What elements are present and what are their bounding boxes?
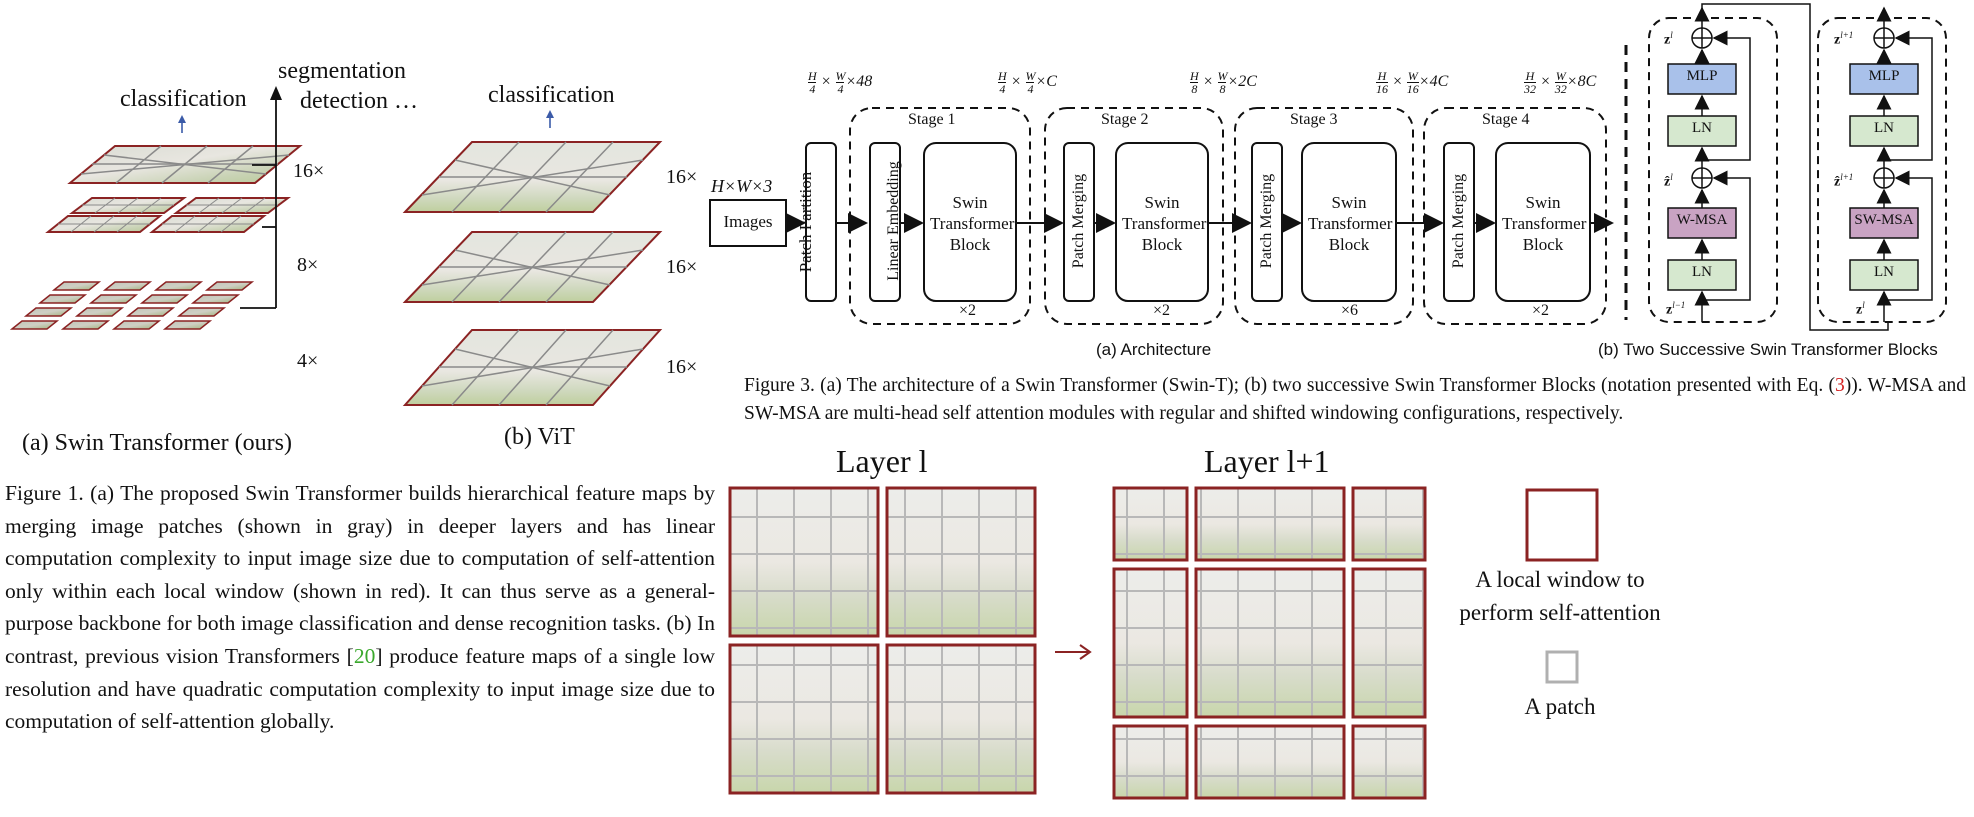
stage3-swin-block-label: Swin Transformer Block: [1308, 193, 1393, 254]
z-hat-l-plus-1-label: ẑl+1: [1834, 172, 1854, 190]
z-l-label: zl: [1664, 30, 1673, 48]
stage4-swin-block-label: Swin Transformer Block: [1502, 193, 1587, 254]
stage2-dashed-box: [1044, 107, 1224, 325]
stage1-dashed-box: [849, 107, 1031, 325]
ln-label-2: LN: [1692, 120, 1712, 136]
z-l-plus-1-label: zl+1: [1834, 30, 1854, 48]
images-label: Images: [723, 212, 773, 231]
shift-arrow-icon: [1055, 644, 1092, 660]
stage2-repeat: ×2: [1153, 302, 1171, 319]
layer-l1-windows: [1112, 486, 1427, 800]
z-hat-l-label: ẑl: [1664, 172, 1673, 190]
vit-scale-middle: 16×: [666, 256, 698, 278]
mlp-label-2: MLP: [1868, 68, 1900, 84]
swin-side-label-segmentation: segmentation: [278, 58, 406, 84]
legend-window-text: A local window to perform self-attention: [1459, 567, 1661, 625]
swin-block-pair-left: [1648, 3, 1889, 331]
swin-scale-16x: 16×: [293, 160, 325, 182]
ln-box-2: [1667, 115, 1737, 147]
ln-label-1: LN: [1692, 264, 1712, 280]
swin-side-label-detection: detection …: [300, 88, 418, 114]
blue-up-arrow-icon: [178, 115, 186, 133]
legend-window-swatch: [1525, 488, 1599, 562]
swin-upward-arrowhead: [270, 86, 282, 100]
vit-scale-bottom: 16×: [666, 356, 698, 378]
stage4-patch-merging-label: Patch Merging: [1450, 173, 1467, 269]
layer-l-windows: [728, 486, 1037, 795]
stage3-patch-merging-label: Patch Merging: [1258, 173, 1275, 269]
z-l-label-2: zl: [1856, 300, 1865, 318]
stage1-swin-block-label: Swin Transformer Block: [930, 193, 1015, 254]
vit-layer-bottom: [402, 329, 663, 406]
vit-top-label: classification: [488, 82, 615, 108]
figure1-caption: Figure 1. (a) The proposed Swin Transfor…: [5, 481, 715, 734]
fig3-subcaption-b: (b) Two Successive Swin Transformer Bloc…: [1598, 340, 1938, 359]
stage4-title: Stage 4: [1482, 111, 1530, 128]
wmsa-label: W-MSA: [1676, 212, 1728, 228]
citation-link[interactable]: 20: [353, 643, 376, 668]
swin-layer-8x: [45, 197, 291, 233]
stage3-title: Stage 3: [1290, 111, 1338, 128]
input-dims: H×W×3: [711, 176, 773, 196]
stage3-dashed-box: [1234, 107, 1414, 325]
legend-patch-swatch: [1545, 650, 1579, 684]
figure3-caption: Figure 3. (a) The architecture of a Swin…: [744, 375, 1966, 424]
stage2-title: Stage 2: [1101, 111, 1149, 128]
legend-patch-text: A patch: [1524, 694, 1596, 719]
swin-scale-4x: 4×: [297, 350, 319, 372]
ln-label-4: LN: [1874, 120, 1894, 136]
stage1-title: Stage 1: [908, 111, 956, 128]
stage2-patch-merging-label: Patch Merging: [1070, 173, 1087, 269]
stage2-swin-block-label: Swin Transformer Block: [1122, 193, 1207, 254]
linear-embedding-label: Linear Embedding: [885, 161, 902, 281]
swin-top-label: classification: [120, 86, 247, 112]
stage1-repeat: ×2: [959, 302, 977, 319]
equation-link[interactable]: 3: [1834, 375, 1845, 396]
vit-scale-top: 16×: [666, 166, 698, 188]
stage3-repeat: ×6: [1341, 302, 1359, 319]
wmsa-box: [1667, 207, 1737, 239]
swin-block-pair-right: [1817, 6, 1947, 323]
vit-layer-middle: [402, 231, 663, 303]
patch-partition-label: Patch Partition: [796, 171, 815, 273]
stage4-repeat: ×2: [1532, 302, 1550, 319]
figure3-diagram: [709, 3, 1947, 331]
vit-layer-top: [402, 141, 663, 213]
fig3-subcaption-a: (a) Architecture: [1096, 340, 1212, 359]
z-l-minus-1-label: zl−1: [1666, 300, 1686, 318]
vit-subcaption: (b) ViT: [504, 424, 575, 450]
figure1-illustration: [9, 86, 663, 406]
swin-connectors: [240, 98, 277, 309]
swmsa-label: SW-MSA: [1854, 212, 1914, 228]
layer-l-title: Layer l: [836, 443, 928, 479]
swin-hierarchy-diagram: [9, 86, 303, 330]
vit-diagram: [402, 110, 663, 406]
swin-scale-8x: 8×: [297, 254, 319, 276]
vit-blue-up-arrow-icon: [546, 110, 554, 128]
images-box: [709, 199, 787, 247]
ln-box-1: [1667, 259, 1737, 291]
layer-l1-title: Layer l+1: [1204, 443, 1330, 479]
mlp-label-1: MLP: [1686, 68, 1718, 84]
swin-subcaption: (a) Swin Transformer (ours): [22, 430, 292, 456]
swin-layer-16x: [67, 145, 303, 184]
ln-box-4: [1849, 115, 1919, 147]
mlp-box-2: [1849, 63, 1919, 95]
ln-box-3: [1849, 259, 1919, 291]
figure2-windows: [728, 486, 1599, 800]
ln-label-3: LN: [1874, 264, 1894, 280]
swin-layer-4x: [9, 281, 255, 330]
